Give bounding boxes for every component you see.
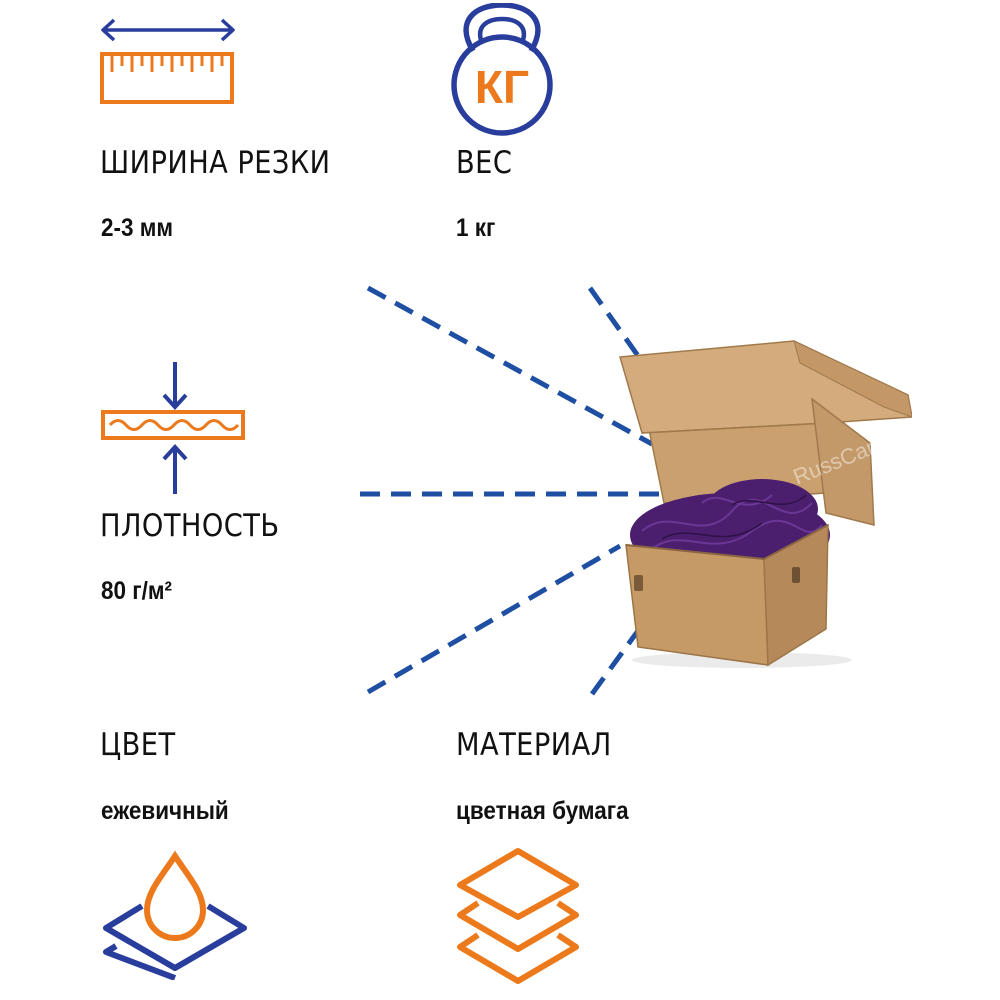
connector-line-top bbox=[366, 285, 654, 447]
density-value: 80 г/м² bbox=[101, 577, 173, 605]
paper-layers-icon bbox=[452, 845, 584, 985]
paper-thickness-icon bbox=[98, 358, 248, 498]
material-value: цветная бумага bbox=[456, 797, 629, 825]
density-label: ПЛОТНОСТЬ bbox=[100, 508, 280, 544]
width-value: 2-3 мм bbox=[101, 214, 174, 242]
color-label: ЦВЕТ bbox=[100, 727, 176, 763]
kettlebell-icon: КГ bbox=[445, 3, 560, 138]
weight-label: ВЕС bbox=[456, 145, 513, 181]
material-label: МАТЕРИАЛ bbox=[456, 727, 612, 763]
connector-line-bottom bbox=[366, 543, 622, 695]
product-box-image: RussCarton bbox=[612, 335, 912, 670]
ruler-width-icon bbox=[98, 12, 238, 107]
color-value: ежевичный bbox=[101, 797, 229, 825]
color-drop-layers-icon bbox=[100, 850, 250, 980]
width-label: ШИРИНА РЕЗКИ bbox=[100, 145, 331, 181]
kettlebell-text: КГ bbox=[475, 61, 529, 113]
weight-value: 1 кг bbox=[456, 214, 496, 242]
